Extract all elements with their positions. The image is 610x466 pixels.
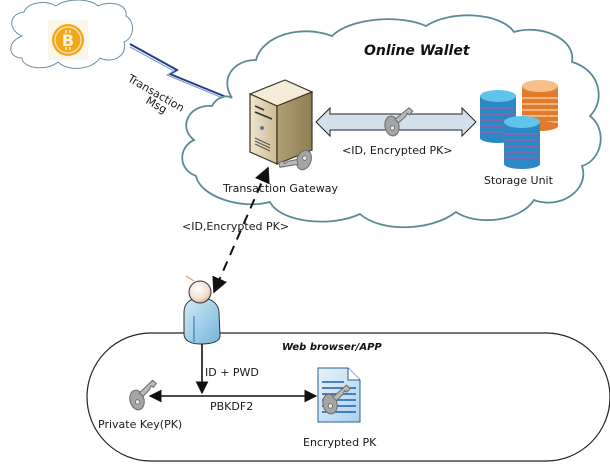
encrypted-pk-label: Encrypted PK [303,436,377,449]
online-wallet-title: Online Wallet [364,43,470,59]
server-icon [248,79,315,177]
database-icon [480,80,558,169]
bitcoin-network-cloud: B [10,0,133,69]
private-key-label: Private Key(PK) [98,418,183,431]
user-icon [183,275,221,345]
user-gateway-dashed-link [212,166,270,294]
svg-text:B: B [62,31,74,50]
pbkdf2-label: PBKDF2 [210,400,254,413]
gateway-storage-edge-label: <ID, Encrypted PK> [342,144,453,157]
lightning-link-icon [129,43,232,102]
web-browser-app-region [86,332,610,462]
encrypted-document-icon [317,367,361,423]
gateway-label: Transaction Gateway [223,182,339,195]
web-browser-app-title: Web browser/APP [282,342,382,353]
bitcoin-icon: B [48,20,88,60]
user-gateway-edge-label: <ID,Encrypted PK> [182,220,290,233]
id-pwd-label: ID + PWD [205,366,259,379]
storage-label: Storage Unit [484,174,553,187]
